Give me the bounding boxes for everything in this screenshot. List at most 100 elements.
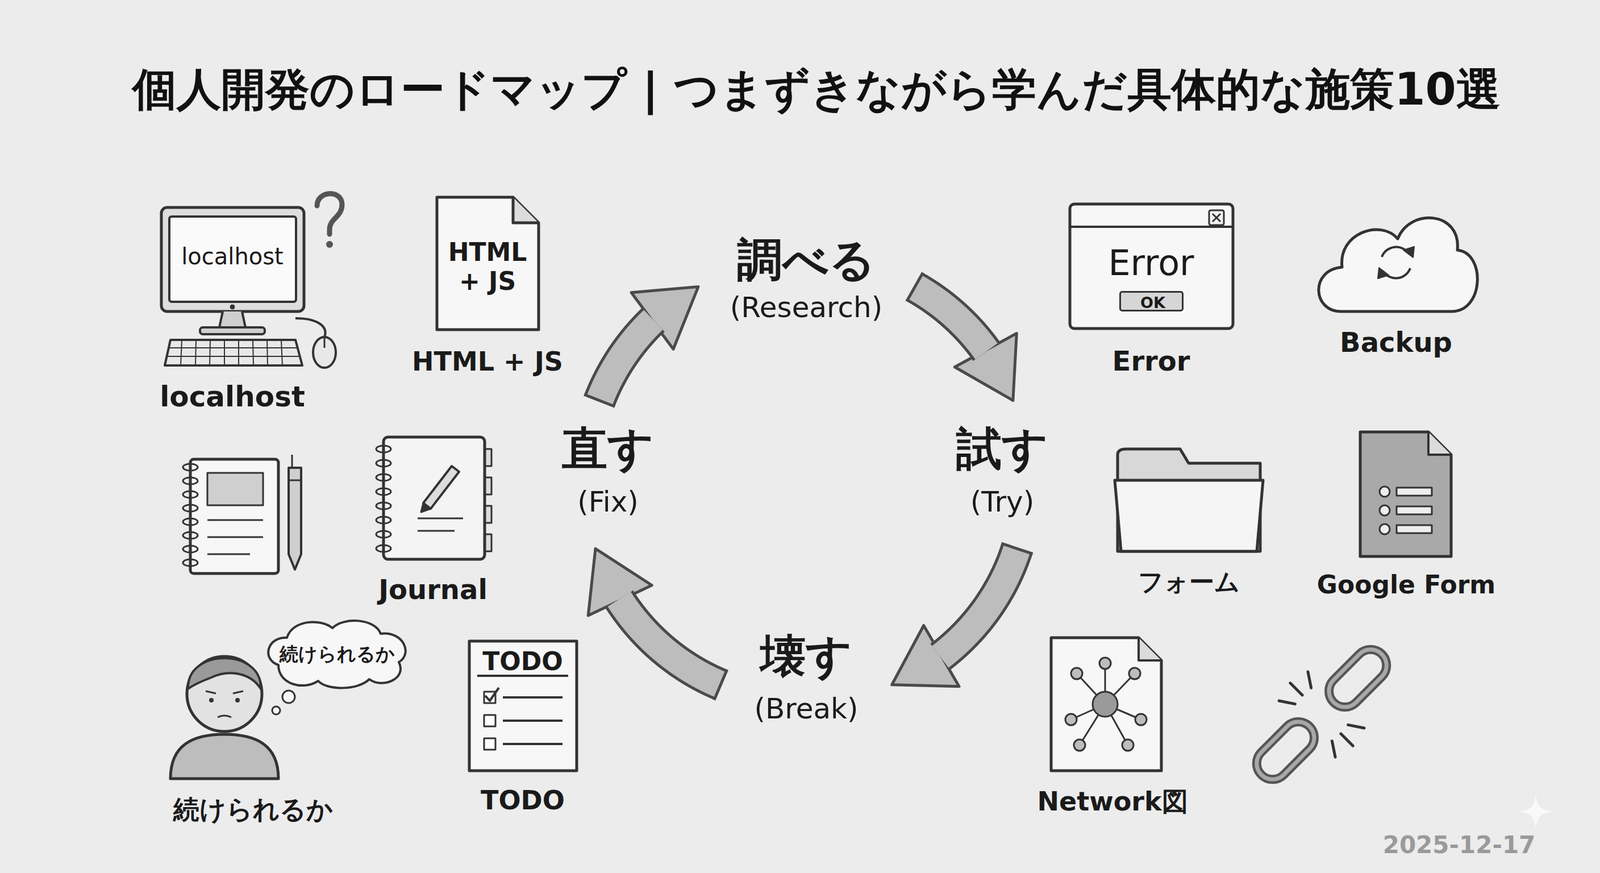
form-document-icon (1379, 523, 1390, 535)
node-subtext: Error (1112, 345, 1191, 377)
network-document-icon (1073, 739, 1086, 751)
network-document-icon (1138, 637, 1162, 661)
network-document-icon (1099, 657, 1111, 669)
broken-chain-icon (1275, 668, 1368, 760)
node-text: 壊す (760, 630, 853, 683)
journal-icon (376, 459, 391, 467)
cycle-arrow (584, 286, 699, 407)
journal-icon (376, 502, 391, 510)
error-window-node: ErrorErrorOK (1065, 198, 1239, 387)
diagram-title: 個人開発のロードマップ | つまずきながら学んだ具体的な施策10選 (132, 64, 1500, 116)
broken-chain-icon (1250, 714, 1321, 786)
thought-bubble (272, 706, 281, 715)
notebook-icon (182, 559, 198, 566)
network-document-icon (1071, 663, 1141, 745)
cloud-icon (1318, 217, 1478, 312)
folder-icon (1114, 480, 1264, 552)
journal-node: Journal (375, 431, 500, 614)
network-document-icon (1122, 739, 1134, 751)
monitor-icon (167, 339, 300, 366)
node-text: Network図 (1036, 786, 1188, 817)
monitor-icon (169, 216, 297, 302)
node-subtext: (Break) (753, 692, 858, 726)
node-text: OK (1140, 293, 1166, 312)
form-document-icon (1396, 487, 1432, 496)
notebook-icon (182, 490, 198, 498)
person-icon (188, 657, 261, 689)
thought-bubble (268, 620, 406, 715)
arrow-tail-cap (714, 669, 728, 700)
document-node: HTML + JSHTML + JS (431, 193, 546, 387)
form-document-icon (1379, 505, 1390, 516)
person-icon (170, 734, 279, 779)
cloud-icon (1318, 217, 1478, 312)
node-text: Google Form (1317, 570, 1496, 600)
monitor-icon (295, 318, 325, 337)
thought-bubble (268, 620, 406, 688)
broken-chain-icon (1250, 714, 1321, 786)
node-subtext: HTML + JS (411, 346, 564, 377)
monitor-icon (313, 336, 336, 368)
arrow-shaft (619, 598, 721, 685)
error-window-icon (1069, 203, 1233, 329)
node-text: 続けられるか (279, 643, 395, 665)
node-text: TODO (482, 647, 563, 677)
form-document-icon (1360, 431, 1452, 557)
cycle-arrow (892, 543, 1033, 687)
person-caption: 続けられるか (173, 794, 333, 825)
arrow-shaft (940, 548, 1018, 657)
thought-bubble (282, 690, 295, 703)
folder-node: フォーム (1110, 440, 1268, 606)
error-window-icon (1209, 210, 1224, 225)
journal-icon (376, 473, 391, 481)
journal-icon (376, 436, 492, 560)
node-subtext: (Fix) (577, 485, 639, 519)
todo-document-icon (484, 714, 496, 727)
journal-icon (376, 488, 391, 495)
cycle-step: 直す(Fix) (551, 417, 665, 532)
todo-document-icon (502, 697, 563, 744)
arrow-tail-cap (906, 272, 924, 302)
notebook-icon (288, 467, 302, 570)
form-document-icon (1379, 486, 1390, 497)
arrow-shaft-outline (619, 598, 721, 685)
ok-button: OK (1119, 290, 1184, 312)
arrow-head (892, 625, 960, 686)
node-subtext: localhost (159, 380, 306, 414)
broken-chain-icon (1230, 622, 1414, 806)
monitor-icon (219, 311, 246, 328)
arrow-shaft-outline (940, 548, 1018, 657)
todo-document-icon (469, 640, 577, 771)
broken-chain-icon (1322, 642, 1393, 714)
monitor-icon (161, 207, 304, 312)
node-text: Journal (378, 573, 488, 606)
node-subtext: (Research) (730, 291, 883, 325)
person-icon (186, 656, 262, 732)
notebook-icon (190, 459, 279, 574)
notebook-icon (182, 531, 198, 539)
journal-icon (376, 530, 391, 538)
document-icon (436, 197, 539, 330)
node-text: 試す (956, 422, 1049, 475)
network-document-node: Network図 (1045, 633, 1171, 819)
notebook-icon (182, 463, 198, 471)
arrow-head (631, 286, 699, 349)
monitor-icon (200, 327, 265, 335)
arrow-shaft-outline (914, 286, 987, 352)
todo-document-icon (484, 738, 496, 750)
notebook-icon (182, 504, 198, 512)
network-document-icon (1065, 713, 1077, 725)
cycle-step: 試す (Try) (939, 417, 1065, 532)
node-subtext: (Try) (970, 485, 1035, 519)
node-text: 調べる (736, 234, 876, 287)
network-document-icon (1092, 691, 1118, 717)
cycle-arrow (588, 548, 727, 700)
todo-document-node: TODOTODO (463, 636, 583, 819)
arrow-tail-cap (1001, 543, 1033, 554)
notebook-icon (207, 519, 264, 554)
notebook-icon (182, 477, 198, 485)
journal-icon (423, 465, 460, 509)
